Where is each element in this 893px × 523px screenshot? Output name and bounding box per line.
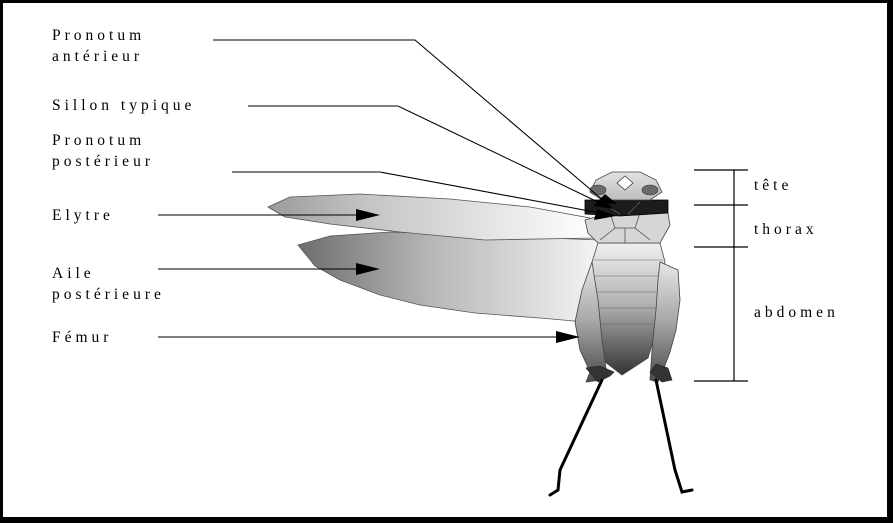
label-thorax: thorax bbox=[754, 219, 818, 240]
label-pronotum-anterieur-line1: Pronotum bbox=[52, 25, 145, 46]
label-femur: Fémur bbox=[52, 327, 112, 348]
legs bbox=[550, 380, 692, 495]
label-sillon-typique: Sillon typique bbox=[52, 95, 195, 116]
hind-wing bbox=[298, 232, 600, 322]
label-aile-posterieure-line1: Aile bbox=[52, 263, 165, 284]
label-pronotum-posterieur-line1: Pronotum bbox=[52, 130, 154, 151]
label-aile-posterieure: Aile postérieure bbox=[52, 263, 165, 305]
label-aile-posterieure-line2: postérieure bbox=[52, 284, 165, 305]
region-bracket bbox=[694, 170, 748, 381]
label-abdomen: abdomen bbox=[754, 302, 839, 323]
label-elytre: Elytre bbox=[52, 205, 114, 226]
label-pronotum-posterieur: Pronotum postérieur bbox=[52, 130, 154, 172]
label-pronotum-anterieur: Pronotum antérieur bbox=[52, 25, 145, 67]
label-tete: tête bbox=[754, 175, 792, 196]
label-pronotum-posterieur-line2: postérieur bbox=[52, 151, 154, 172]
right-eye bbox=[642, 185, 658, 195]
left-eye bbox=[590, 185, 606, 195]
label-pronotum-anterieur-line2: antérieur bbox=[52, 46, 145, 67]
elytra bbox=[268, 194, 595, 240]
